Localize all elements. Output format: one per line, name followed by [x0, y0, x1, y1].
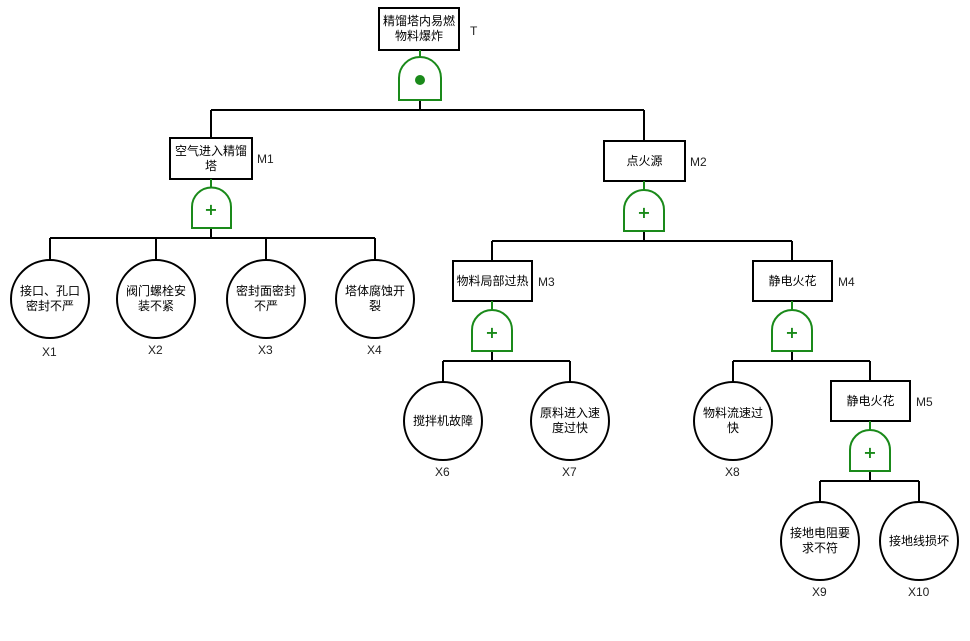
basic-event-label-x1: 接口、孔口密封不严 [19, 284, 80, 313]
basic-event-label-x10: 接地线损坏 [888, 533, 949, 548]
top-event-label: 精馏塔内易燃物料爆炸 [382, 14, 455, 43]
basic-event-circle-x7[interactable] [530, 381, 610, 461]
event-code-m2: M2 [690, 155, 707, 169]
or-gate-plus-icon: + [863, 443, 876, 462]
event-box-m5[interactable] [830, 380, 911, 422]
basic-event-code-x3: X3 [258, 343, 273, 357]
or-gate-plus-icon: + [637, 203, 650, 222]
basic-event-circle-x4[interactable] [335, 259, 415, 339]
basic-event-label-x6: 搅拌机故障 [412, 413, 473, 428]
and-gate-t [398, 56, 442, 101]
basic-event-circle-x1[interactable] [10, 259, 90, 339]
basic-event-circle-x3[interactable] [226, 259, 306, 339]
basic-event-code-x8: X8 [725, 465, 740, 479]
event-label-m2: 点火源 [626, 153, 663, 168]
event-label-m5: 静电火花 [846, 393, 895, 408]
event-box-m1[interactable] [169, 137, 253, 180]
connector-lines [49, 100, 920, 502]
top-event-code: T [470, 24, 478, 38]
or-gate-m1: + [191, 186, 232, 229]
basic-event-label-x2: 阀门螺栓安装不紧 [125, 284, 186, 313]
basic-event-code-x9: X9 [812, 585, 827, 599]
or-gate-plus-icon: + [485, 323, 498, 342]
basic-event-code-x10: X10 [908, 585, 930, 599]
basic-event-circle-x2[interactable] [116, 259, 196, 339]
and-gate-dot-icon [415, 75, 425, 85]
basic-event-code-x2: X2 [148, 343, 163, 357]
basic-event-code-x7: X7 [562, 465, 577, 479]
event-label-m4: 静电火花 [768, 273, 817, 288]
basic-event-label-x9: 接地电阻要求不符 [789, 526, 850, 555]
or-gate-plus-icon: + [204, 200, 217, 219]
event-box-m4[interactable] [752, 260, 833, 302]
event-box-m3[interactable] [452, 260, 533, 302]
basic-event-circle-x8[interactable] [693, 381, 773, 461]
basic-event-code-x6: X6 [435, 465, 450, 479]
basic-event-circle-x10[interactable] [879, 501, 959, 581]
or-gate-m5: + [849, 429, 891, 472]
basic-event-label-x8: 物料流速过快 [702, 406, 763, 435]
basic-event-circle-x9[interactable] [780, 501, 860, 581]
event-code-m5: M5 [916, 395, 933, 409]
or-gate-plus-icon: + [785, 323, 798, 342]
event-code-m1: M1 [257, 152, 274, 166]
or-gate-m2: + [623, 189, 665, 232]
basic-event-label-x4: 塔体腐蚀开裂 [344, 284, 405, 313]
event-code-m4: M4 [838, 275, 855, 289]
event-label-m1: 空气进入精馏塔 [174, 143, 247, 173]
basic-event-label-x3: 密封面密封不严 [235, 284, 296, 313]
event-code-m3: M3 [538, 275, 555, 289]
basic-event-code-x4: X4 [367, 343, 382, 357]
or-gate-m4: + [771, 309, 813, 352]
basic-event-code-x1: X1 [42, 345, 57, 359]
basic-event-circle-x6[interactable] [403, 381, 483, 461]
basic-event-label-x7: 原料进入速度过快 [539, 406, 600, 435]
or-gate-m3: + [471, 309, 513, 352]
event-label-m3: 物料局部过热 [456, 273, 529, 288]
